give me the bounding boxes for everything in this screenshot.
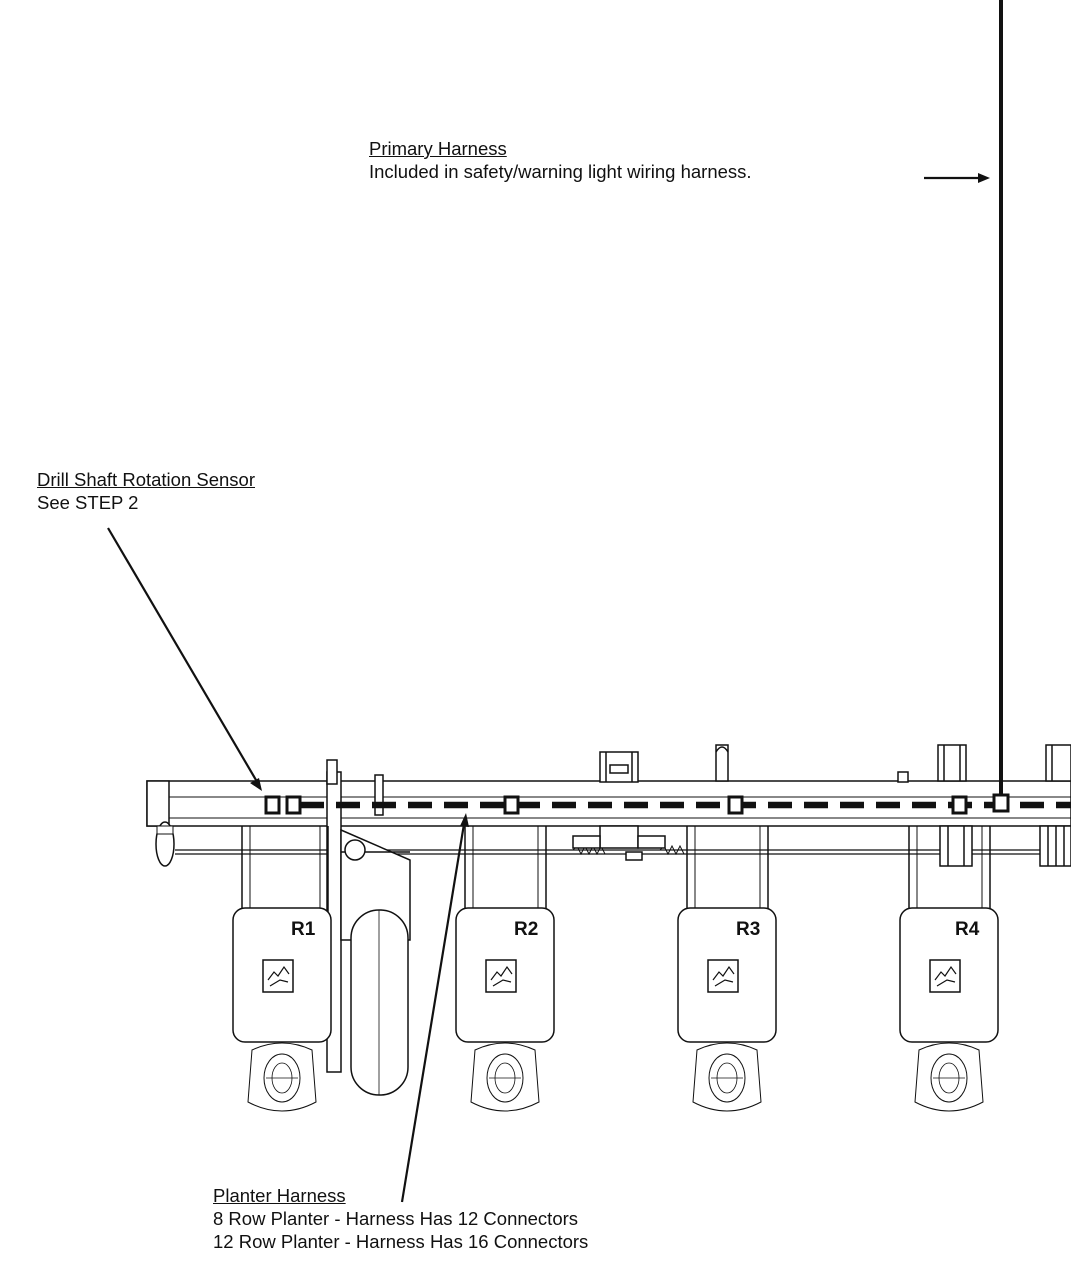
connector [285,795,302,815]
arrowhead [250,778,262,791]
drill-shaft-sensor-description: See STEP 2 [37,492,139,513]
planter-harness-title: Planter Harness [213,1185,346,1206]
arrowhead [978,173,990,183]
primary-harness-title: Primary Harness [369,138,507,159]
planter-harness-line-12-row: 12 Row Planter - Harness Has 16 Connecto… [213,1231,589,1252]
row-label: R4 [955,919,980,940]
planter-harness-callout: Planter Harness 8 Row Planter - Harness … [213,1184,588,1253]
connector [503,795,520,815]
drill-shaft-sensor-callout: Drill Shaft Rotation Sensor See STEP 2 [37,468,255,514]
row-unit-r3: R3 [677,826,777,1112]
gauge-wheel [350,909,409,1096]
harness-connectors [264,793,1010,815]
connector [727,795,744,815]
row-unit-r2: R2 [455,826,555,1112]
row-label: R3 [736,919,760,940]
connector [951,795,968,815]
row-label: R2 [514,919,538,940]
row-unit-r1: R1 [232,826,332,1112]
connector [264,795,281,815]
row-label: R1 [291,919,316,940]
leader-lines [107,173,990,1203]
row-unit-r4: R4 [899,826,999,1112]
arrowhead [460,813,469,827]
connector [992,793,1010,813]
planter-harness-line-8-row: 8 Row Planter - Harness Has 12 Connector… [213,1208,579,1229]
primary-harness-callout: Primary Harness Included in safety/warni… [369,137,752,183]
gauge-wheel-assembly [326,759,411,1096]
primary-harness-description: Included in safety/warning light wiring … [369,161,752,182]
center-bracket [572,751,666,861]
drill-shaft-sensor-title: Drill Shaft Rotation Sensor [37,469,255,490]
